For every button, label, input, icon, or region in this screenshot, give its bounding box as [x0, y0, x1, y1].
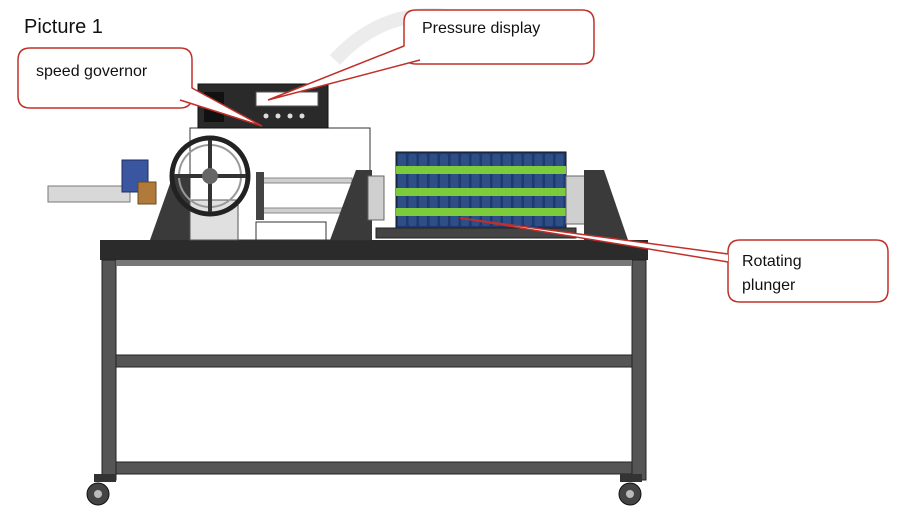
- table-middle-rail: [115, 354, 633, 368]
- callout-speed-governor: [17, 47, 263, 127]
- caster-wheel-right: [618, 474, 642, 506]
- handwheel: [169, 135, 251, 217]
- drive-shaft: [47, 159, 157, 205]
- rotating-plunger-assembly: [375, 151, 577, 239]
- table-bottom-rail: [115, 461, 633, 475]
- callout-pressure-display: [267, 9, 595, 101]
- table-top: [100, 240, 648, 260]
- guide-rods: [255, 172, 353, 241]
- pressure-display-label: Pressure display: [422, 20, 541, 37]
- table-frame: [100, 240, 648, 481]
- left-bracket: [150, 178, 190, 240]
- right-bracket: [584, 170, 628, 240]
- green-band-middle: [396, 188, 566, 196]
- speed-governor-label: speed governor: [36, 63, 148, 80]
- coupling: [137, 181, 157, 205]
- table-leg-left: [101, 259, 117, 481]
- table-top-rail: [116, 260, 632, 266]
- caster-wheel-left: [86, 474, 116, 506]
- rotating-plunger-label: Rotating plunger: [742, 253, 802, 294]
- table-leg-right: [631, 259, 647, 481]
- middle-bracket: [330, 170, 372, 240]
- picture-title: Picture 1: [24, 16, 103, 38]
- callout-rotating-plunger: [459, 217, 889, 303]
- green-band-top: [396, 166, 566, 174]
- green-band-bottom: [396, 208, 566, 216]
